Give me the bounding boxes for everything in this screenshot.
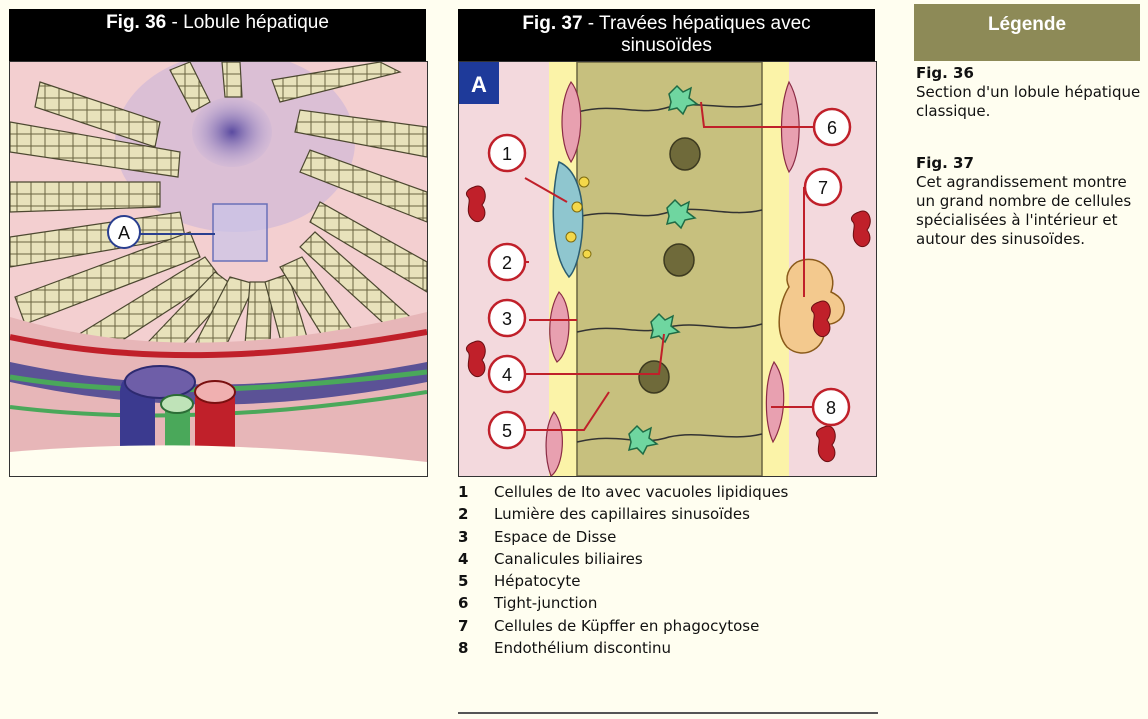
key-text: Lumière des capillaires sinusoïdes [494, 503, 834, 525]
trabeculae-drawing: A 1 2 3 4 5 6 7 8 [459, 62, 876, 476]
central-vein [192, 97, 272, 167]
callout-8-label: 8 [826, 398, 836, 418]
legend-header: Légende [914, 4, 1140, 61]
key-number: 5 [458, 570, 494, 592]
fig37-title-number: Fig. 37 [522, 13, 582, 34]
legend-fig36-desc: Section d'un lobule hépatique classique. [916, 83, 1144, 121]
key-text: Espace de Disse [494, 526, 834, 548]
callout-4-label: 4 [502, 365, 512, 385]
fig36-title-text: - Lobule hépatique [166, 12, 329, 33]
callout-2-label: 2 [502, 253, 512, 273]
callout-1-label: 1 [502, 144, 512, 164]
key-text: Cellules de Küpffer en phagocytose [494, 615, 834, 637]
key-text: Canalicules biliaires [494, 548, 834, 570]
key-number: 3 [458, 526, 494, 548]
callout-6-label: 6 [827, 118, 837, 138]
fig36-title: Fig. 36 - Lobule hépatique [9, 9, 426, 61]
legend-entry-fig36: Fig. 36 Section d'un lobule hépatique cl… [916, 64, 1144, 121]
key-number: 8 [458, 637, 494, 659]
legend-entry-fig37: Fig. 37 Cet agrandissement montre un gra… [916, 154, 1144, 249]
fig37-title: Fig. 37 - Travées hépatiques avec sinuso… [458, 9, 875, 61]
bottom-divider [458, 712, 878, 714]
key-text: Hépatocyte [494, 570, 834, 592]
key-number: 1 [458, 481, 494, 503]
panel-tag: A [471, 72, 487, 97]
key-text: Endothélium discontinu [494, 637, 834, 659]
fig37-title-text: - Travées hépatiques avec [583, 13, 811, 34]
legend-fig37-desc: Cet agrandissement montre un grand nombr… [916, 173, 1144, 249]
zoom-region-box [213, 204, 267, 261]
legend-fig37-label: Fig. 37 [916, 154, 1144, 173]
key-number: 7 [458, 615, 494, 637]
key-number: 4 [458, 548, 494, 570]
lobule-illustration: A [9, 61, 428, 477]
callout-5-label: 5 [502, 421, 512, 441]
key-text: Cellules de Ito avec vacuoles lipidiques [494, 481, 834, 503]
fig37-title-line2: sinusoïdes [458, 35, 875, 57]
callout-3-label: 3 [502, 309, 512, 329]
key-text: Tight-junction [494, 592, 834, 614]
fig36-title-number: Fig. 36 [106, 12, 166, 33]
marker-a-label: A [118, 223, 130, 243]
legend-fig36-label: Fig. 36 [916, 64, 1144, 83]
lobule-drawing: A [10, 62, 427, 476]
trabeculae-illustration: A 1 2 3 4 5 6 7 8 [458, 61, 877, 477]
callout-7-label: 7 [818, 178, 828, 198]
key-number: 6 [458, 592, 494, 614]
key-number: 2 [458, 503, 494, 525]
